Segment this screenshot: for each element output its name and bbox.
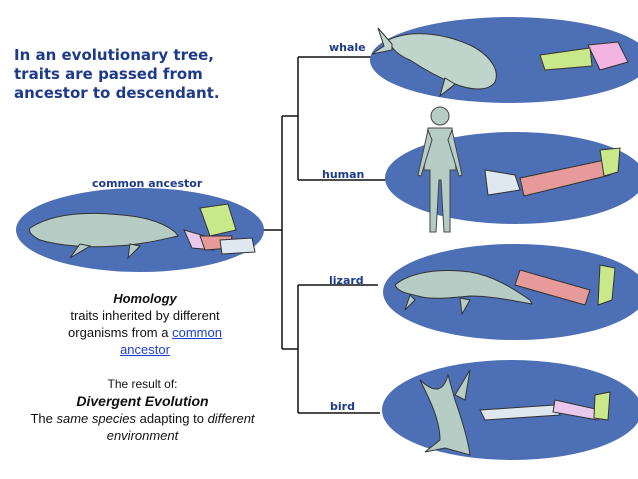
whale-flipper-bones <box>539 41 629 73</box>
heading-line-3: ancestor to descendant. <box>14 84 220 102</box>
label-bird: bird <box>330 400 355 413</box>
ancestor-limb-bones <box>183 203 256 255</box>
lizard-illustration <box>394 270 533 316</box>
result-same-species: same species <box>56 411 136 426</box>
bird-illustration <box>419 369 471 456</box>
label-lizard: lizard <box>329 274 364 287</box>
heading-line-1: In an evolutionary tree, <box>14 46 215 64</box>
homology-block: Homology traits inherited by different o… <box>20 290 270 358</box>
bird-wing-bones <box>479 391 611 421</box>
ancestor-illustration <box>29 212 179 260</box>
evolution-tree <box>262 56 388 414</box>
homology-line-2-prefix: organisms from a <box>68 325 169 340</box>
heading: In an evolutionary tree, traits are pass… <box>14 46 314 103</box>
lizard-limb-bones <box>514 264 616 306</box>
human-arm-bones <box>484 147 621 197</box>
homology-title: Homology <box>113 291 177 306</box>
divergent-evolution-title: Divergent Evolution <box>76 393 209 409</box>
common-ancestor-link[interactable]: common <box>172 325 222 340</box>
result-different: different <box>207 411 255 426</box>
heading-line-2: traits are passed from <box>14 65 203 83</box>
result-last: environment <box>106 428 179 443</box>
result-block: The result of: Divergent Evolution The s… <box>0 376 285 444</box>
result-intro: The result of: <box>107 377 178 391</box>
human-illustration <box>417 106 463 233</box>
result-line: The same species adapting to different <box>0 410 285 427</box>
result-middle: adapting to <box>139 411 204 426</box>
label-common-ancestor: common ancestor <box>92 177 203 190</box>
common-ancestor-link-continued[interactable]: ancestor <box>120 342 170 357</box>
homology-line-2: organisms from a common <box>20 324 270 341</box>
label-whale: whale <box>329 41 366 54</box>
label-human: human <box>322 168 365 181</box>
result-prefix: The <box>30 411 53 426</box>
whale-illustration <box>371 27 497 98</box>
homology-line-1: traits inherited by different <box>70 308 220 323</box>
